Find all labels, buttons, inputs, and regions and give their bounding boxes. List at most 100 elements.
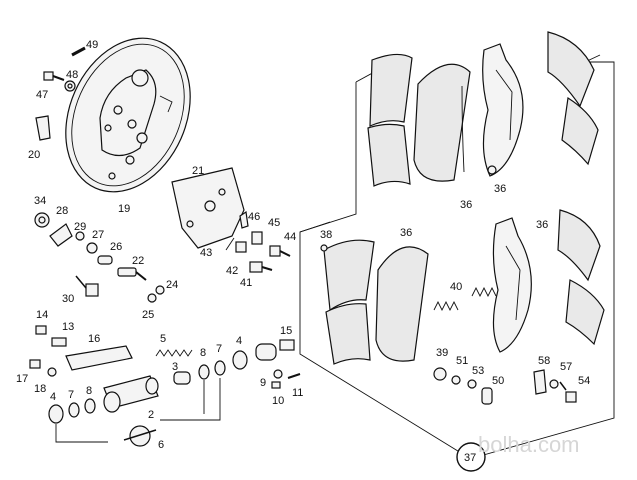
wrench-6 bbox=[123, 425, 157, 447]
lining-upper-left bbox=[367, 53, 413, 187]
label-8-left: 8 bbox=[86, 385, 92, 397]
label-4-right: 4 bbox=[236, 335, 242, 347]
label-58: 58 bbox=[538, 355, 550, 367]
bolt-17 bbox=[29, 359, 41, 369]
label-43: 43 bbox=[200, 247, 212, 259]
spring-5 bbox=[155, 349, 193, 357]
label-54: 54 bbox=[578, 375, 590, 387]
label-7-left: 7 bbox=[68, 389, 74, 401]
cotter-pin-43 bbox=[225, 237, 235, 251]
piston-3 bbox=[173, 371, 191, 385]
watermark-text: bolha.com bbox=[478, 432, 580, 457]
bracket-21 bbox=[171, 167, 245, 249]
lining-lower-right bbox=[557, 209, 605, 346]
shoe-upper-rear bbox=[482, 43, 524, 177]
washer-48 bbox=[64, 80, 76, 92]
label-17: 17 bbox=[16, 373, 28, 385]
pin-11 bbox=[287, 373, 301, 379]
label-15: 15 bbox=[280, 325, 292, 337]
boot-4-left bbox=[48, 404, 64, 424]
label-28: 28 bbox=[56, 205, 68, 217]
label-30: 30 bbox=[62, 293, 74, 305]
wheel-cylinder bbox=[103, 375, 159, 413]
bolt-22 bbox=[117, 267, 147, 281]
label-26: 26 bbox=[110, 241, 122, 253]
washer-51 bbox=[451, 375, 461, 385]
label-8-right: 8 bbox=[200, 347, 206, 359]
label-29: 29 bbox=[74, 221, 86, 233]
label-6: 6 bbox=[158, 439, 164, 451]
pin-38 bbox=[320, 244, 328, 252]
label-49: 49 bbox=[86, 39, 98, 51]
label-45: 45 bbox=[268, 217, 280, 229]
label-9: 9 bbox=[260, 377, 266, 389]
label-39: 39 bbox=[436, 347, 448, 359]
label-46: 46 bbox=[248, 211, 260, 223]
bolt-47 bbox=[43, 71, 65, 81]
washer-25 bbox=[147, 293, 157, 303]
plate-28 bbox=[49, 223, 73, 247]
label-27: 27 bbox=[92, 229, 104, 241]
nut-34 bbox=[34, 212, 50, 228]
spring-40 bbox=[433, 286, 497, 312]
label-22: 22 bbox=[132, 255, 144, 267]
screw-10 bbox=[271, 381, 281, 389]
label-13: 13 bbox=[62, 321, 74, 333]
cup-7-left bbox=[68, 402, 80, 418]
seal-8-left bbox=[84, 398, 96, 414]
bolt-44 bbox=[269, 245, 291, 257]
spring-26 bbox=[97, 255, 113, 265]
label-41: 41 bbox=[240, 277, 252, 289]
label-11: 11 bbox=[292, 387, 303, 399]
bleeder-screw-14 bbox=[35, 325, 47, 335]
cap-9 bbox=[273, 369, 283, 379]
lining-upper-right bbox=[547, 31, 599, 166]
label-20: 20 bbox=[28, 149, 40, 161]
label-36-lower-front: 36 bbox=[400, 227, 412, 239]
label-14: 14 bbox=[36, 309, 48, 321]
label-38: 38 bbox=[320, 229, 332, 241]
clip-46 bbox=[239, 210, 249, 229]
label-24: 24 bbox=[166, 279, 178, 291]
bolt-41 bbox=[249, 261, 273, 273]
label-57: 57 bbox=[560, 361, 572, 373]
plate-58 bbox=[533, 369, 547, 395]
label-48: 48 bbox=[66, 69, 78, 81]
label-4-left: 4 bbox=[50, 391, 56, 403]
bracket-lines bbox=[55, 378, 221, 443]
label-36-upper-rear: 36 bbox=[494, 183, 506, 195]
washer-27 bbox=[86, 242, 98, 254]
plate-16 bbox=[65, 345, 133, 371]
label-3: 3 bbox=[172, 361, 178, 373]
backing-plate bbox=[65, 37, 191, 193]
washer-18 bbox=[47, 367, 57, 377]
label-16: 16 bbox=[88, 333, 100, 345]
shoe-lower-rear bbox=[492, 217, 532, 353]
label-50: 50 bbox=[492, 375, 504, 387]
label-25: 25 bbox=[142, 309, 154, 321]
shoe-lower-front bbox=[375, 246, 429, 362]
label-40: 40 bbox=[450, 281, 462, 293]
lining-lower-left bbox=[323, 239, 375, 365]
label-34: 34 bbox=[34, 195, 46, 207]
label-37: 37 bbox=[464, 452, 476, 464]
assembly-frame-lines bbox=[299, 54, 615, 457]
nut-42 bbox=[235, 241, 247, 253]
washer-39 bbox=[433, 367, 447, 381]
label-36-lower-rear: 36 bbox=[536, 219, 548, 231]
label-51: 51 bbox=[456, 355, 468, 367]
callout-37 bbox=[456, 442, 486, 472]
label-36-upper-front: 36 bbox=[460, 199, 472, 211]
label-44: 44 bbox=[284, 231, 296, 243]
label-53: 53 bbox=[472, 365, 484, 377]
label-2: 2 bbox=[148, 409, 154, 421]
pin-49 bbox=[71, 46, 86, 57]
spring-53 bbox=[467, 379, 477, 389]
shoe-upper-front bbox=[413, 63, 471, 182]
label-47: 47 bbox=[36, 89, 48, 101]
bolt-54 bbox=[559, 381, 577, 403]
washer-24 bbox=[155, 285, 165, 295]
label-7-right: 7 bbox=[216, 343, 222, 355]
boot-4-right bbox=[232, 350, 248, 370]
label-21: 21 bbox=[192, 165, 204, 177]
